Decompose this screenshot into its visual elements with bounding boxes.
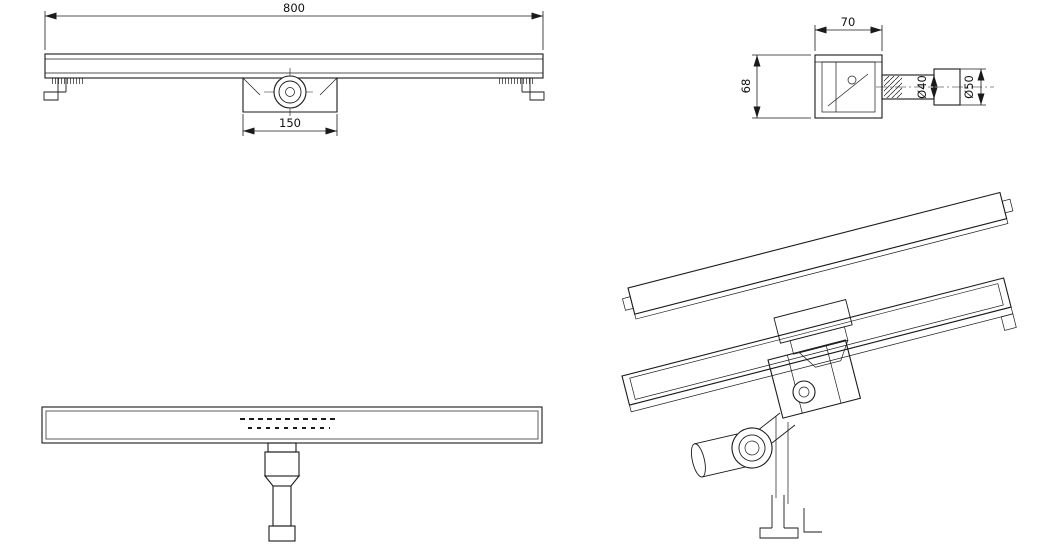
knob-face-mid	[738, 434, 766, 462]
flap-pivot	[847, 75, 857, 85]
hair-strainer-comb	[773, 299, 853, 344]
dim-68-label: 68	[739, 79, 753, 94]
iso-grate-tab-left	[622, 296, 634, 311]
front-dim-outlet: 150	[242, 114, 338, 136]
clip-hatch-left	[50, 78, 84, 84]
iso-feet	[759, 416, 822, 539]
iso-grate-tab-right	[1001, 198, 1014, 214]
knob-end-cap	[690, 443, 706, 478]
pipe-hatch	[884, 76, 902, 98]
front-right-bracket	[521, 78, 545, 101]
iso-channel	[621, 277, 1017, 413]
knob-face-hub	[744, 440, 760, 456]
mounting-foot-right	[803, 508, 822, 533]
clip-hatch-right	[499, 78, 533, 84]
mounting-foot-left	[759, 495, 799, 539]
iso-channel-end-foot	[1000, 313, 1017, 331]
dim-150-label: 150	[279, 116, 301, 130]
grate-outline	[41, 406, 543, 444]
iso-outlet	[792, 380, 816, 404]
grate-frame	[41, 406, 543, 444]
grate-slots	[45, 410, 539, 440]
end-pipe	[876, 68, 994, 106]
end-body-outline	[814, 54, 883, 119]
front-view: 800 150	[43, 1, 545, 136]
iso-grate	[622, 191, 1014, 320]
end-view: 70 68 Ø40 Ø50	[739, 15, 994, 119]
outlet-circle-inner	[278, 80, 302, 104]
dim-d50-label: Ø50	[962, 75, 976, 99]
dim-800-label: 800	[283, 1, 305, 15]
end-body	[814, 54, 883, 119]
drain-trap	[263, 442, 301, 542]
end-dim-height: 68	[739, 54, 811, 119]
front-drain-box	[242, 68, 338, 116]
iso-knob	[690, 412, 796, 478]
channel-outline	[44, 53, 544, 79]
front-left-bracket	[43, 78, 67, 101]
knob-face-outer	[731, 427, 773, 469]
dim-70-label: 70	[841, 15, 856, 29]
dim-d40-label: Ø40	[915, 75, 929, 99]
iso-housing	[767, 339, 862, 419]
end-dim-pipe: Ø40	[915, 75, 938, 99]
iso-view	[621, 191, 1017, 539]
iso-comb	[773, 299, 853, 368]
front-dim-overall: 800	[44, 1, 544, 50]
end-dim-sleeve: Ø50	[960, 68, 986, 106]
end-dim-width: 70	[814, 15, 883, 51]
grate-view	[41, 406, 543, 542]
outlet-screw	[285, 87, 295, 97]
iso-funnel	[798, 339, 849, 368]
flap-valve	[827, 73, 869, 107]
